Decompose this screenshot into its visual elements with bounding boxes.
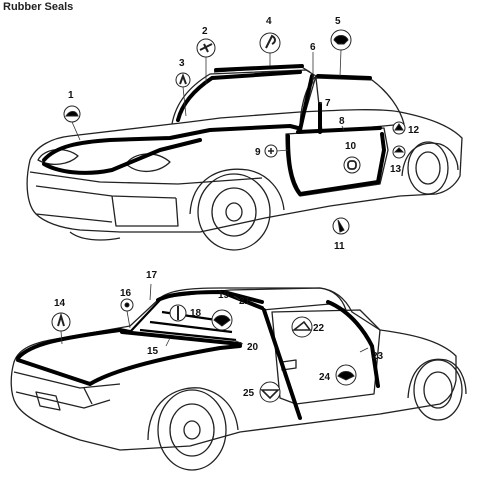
callout-17: 17 [146,270,158,281]
part-icon-25 [259,381,281,403]
callout-20: 20 [247,342,259,353]
callout-18: 18 [190,308,202,319]
callout-11: 11 [334,241,345,252]
callout-23: 23 [372,351,384,362]
part-icon-10 [343,156,361,174]
callout-14: 14 [54,298,66,309]
callout-16: 16 [120,288,132,299]
leader-lines-top [71,49,345,152]
hood-seal [42,138,202,175]
door-front-seal [286,134,302,196]
top-car-seals [42,64,386,196]
callout-5: 5 [335,16,341,27]
callout-12: 12 [408,125,420,136]
engine-lid-seal [16,328,132,360]
part-icon-4 [259,32,281,54]
callout-1: 1 [68,90,74,101]
door-top-seal [296,126,382,134]
callout-7: 7 [325,98,331,109]
callout-9: 9 [255,147,261,158]
bottom-car-seals [16,290,380,420]
roof-rear-edge-seal [220,290,264,310]
rear-window-seal-lower [120,330,242,346]
callout-24: 24 [319,372,331,383]
callout-10: 10 [345,141,357,152]
part-icons-bottom [51,298,357,403]
callout-15: 15 [147,346,159,357]
part-icon-22 [291,316,313,338]
callout-8: 8 [339,116,345,127]
callout-4: 4 [266,16,272,27]
roof-seal [214,64,304,72]
windshield-frame-seal [176,70,302,122]
door-bottom-seal [298,180,380,196]
page-title: Rubber Seals [3,1,74,13]
door-window-seal [326,300,380,388]
a-pillar-seal [298,74,314,132]
leader-lines-bottom [60,283,369,353]
callout-6: 6 [310,42,316,53]
callout-13: 13 [390,164,402,175]
callout-25: 25 [243,388,255,399]
callout-22: 22 [313,323,325,334]
callout-21: 21 [239,296,251,307]
engine-lid-seal-lower [16,344,242,386]
callout-19: 19 [218,290,230,301]
trunk-lid-seal-front [42,124,300,162]
targa-roof-rear-seal [316,74,372,80]
callout-numbers: 1 2 3 4 5 6 7 8 9 10 11 12 13 14 15 16 1… [54,16,420,399]
door-rear-seal [376,132,386,184]
callout-2: 2 [202,26,208,37]
part-icons-top [63,29,406,235]
callout-3: 3 [179,58,185,69]
b-pillar-seal [262,308,302,420]
